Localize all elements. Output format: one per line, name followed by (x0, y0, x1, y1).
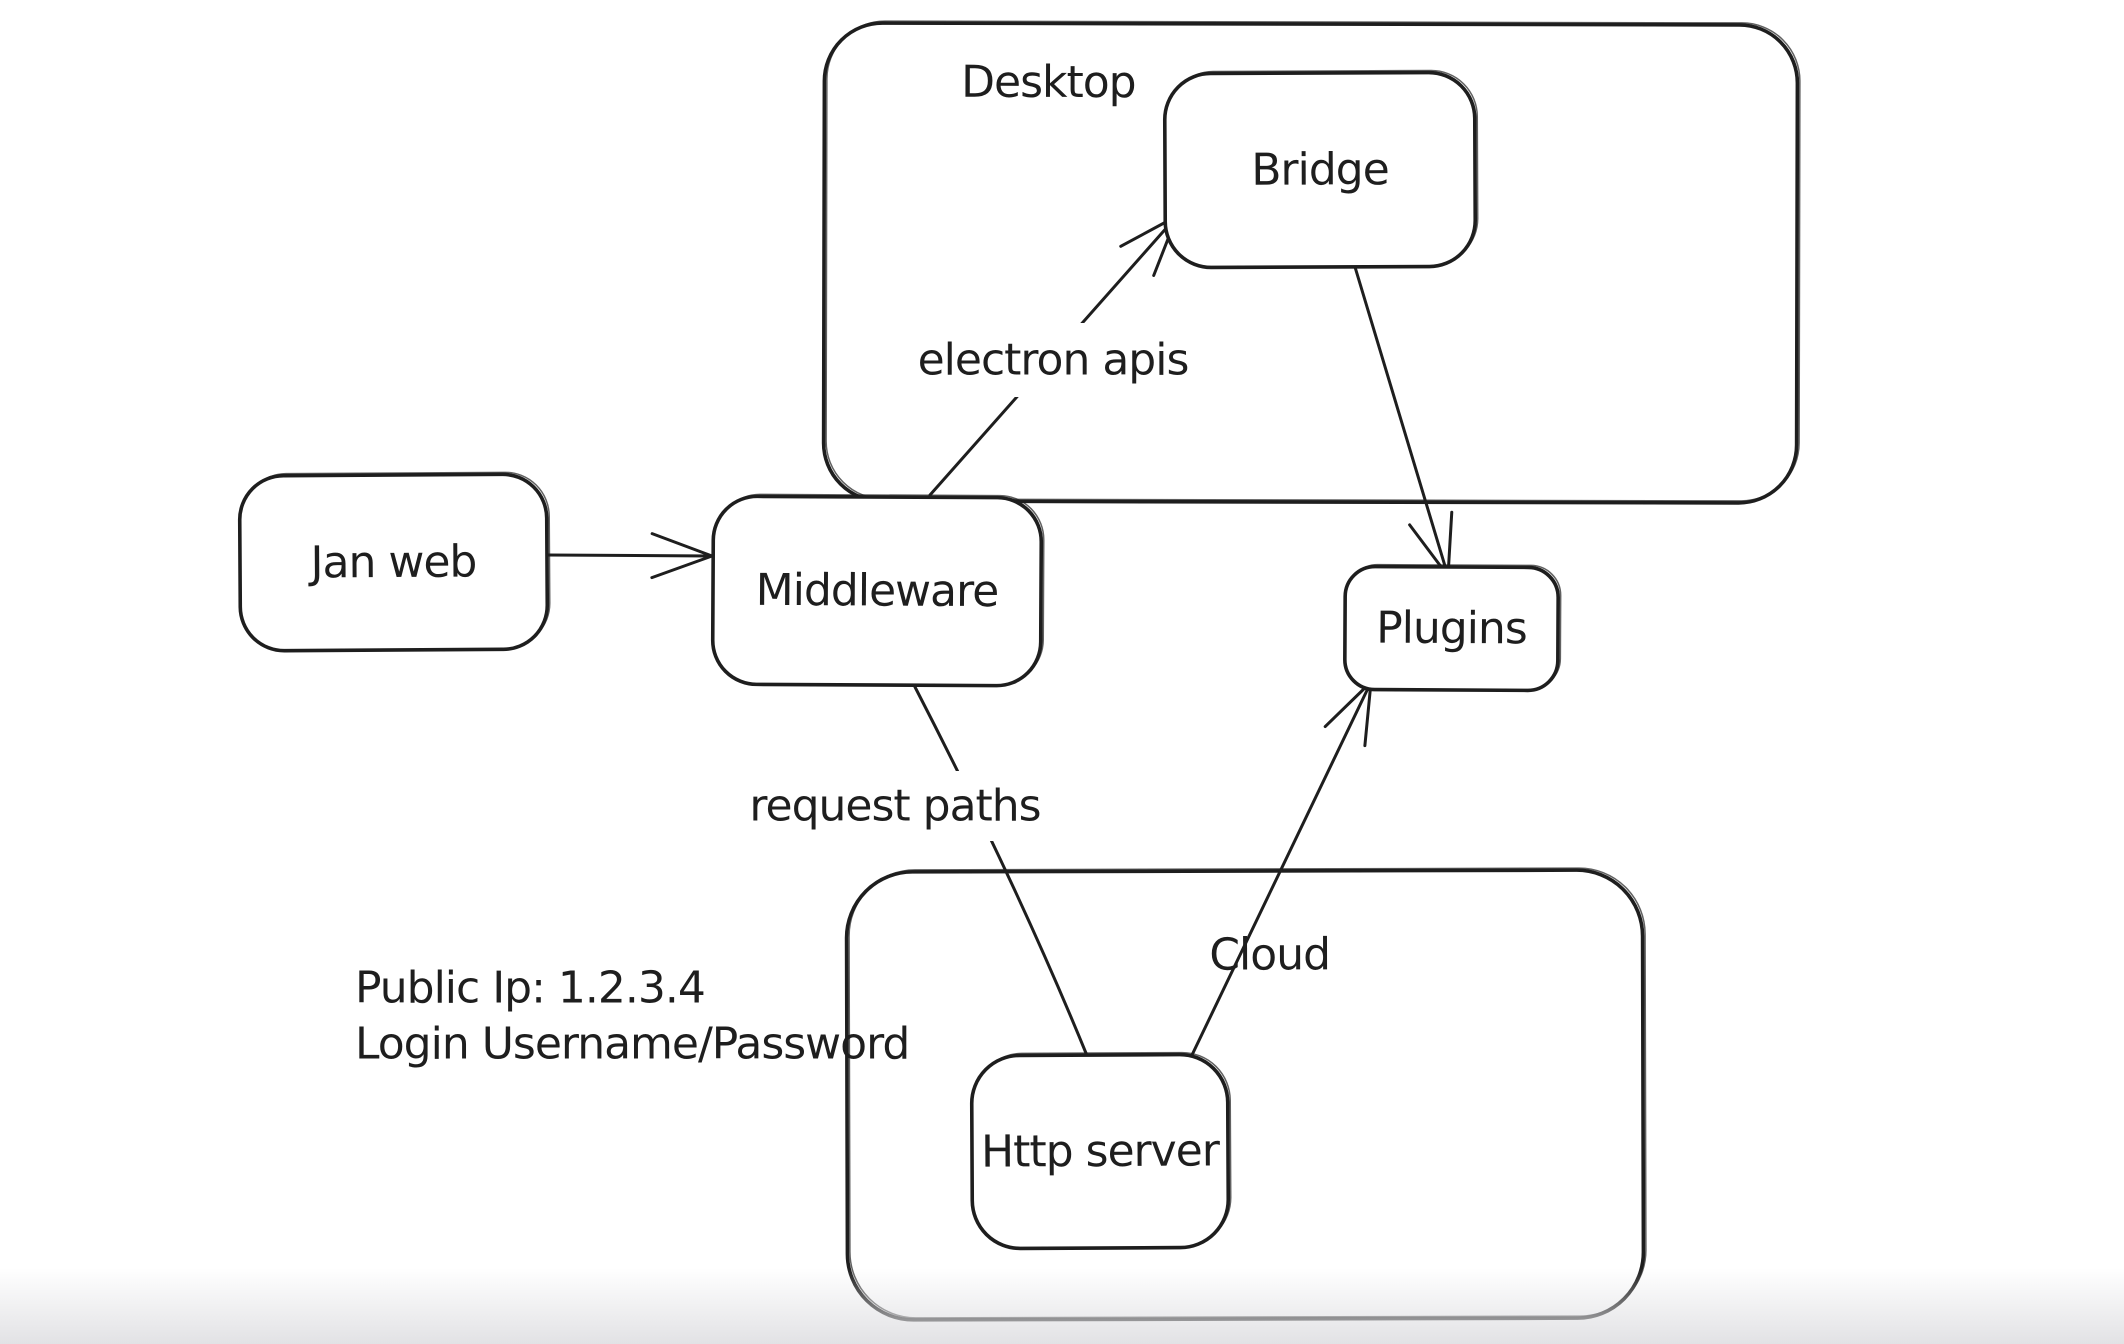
credentials-note-line: Login Username/Password (355, 1019, 909, 1070)
cloud-label[interactable]: Cloud (1209, 929, 1330, 980)
node-jan-web[interactable]: Jan web (237, 471, 551, 653)
edge-middleware-to-bridge[interactable]: electron apis (893, 214, 1213, 497)
shape-outline (237, 472, 550, 653)
edge-label-backdrop (730, 771, 1060, 841)
middleware-to-http-server-label: request paths (749, 781, 1040, 832)
shape-outline (969, 1052, 1231, 1251)
middleware-label: Middleware (756, 565, 999, 617)
arrowhead (650, 532, 714, 580)
edge-jan-web-to-middleware[interactable] (545, 532, 714, 580)
edge-label-backdrop (893, 323, 1213, 397)
shape-outline (710, 494, 1044, 688)
node-middleware[interactable]: Middleware (710, 493, 1045, 688)
http-server-label: Http server (981, 1125, 1221, 1177)
edge-line (913, 685, 1090, 1060)
canvas-bottom-fade (0, 1268, 2124, 1344)
shape-outline (1162, 70, 1478, 270)
middleware-to-bridge-label: electron apis (918, 335, 1189, 386)
edge-line (1353, 265, 1450, 578)
credentials-note-line: Public Ip: 1.2.3.4 (355, 963, 705, 1014)
jan-web-label: Jan web (307, 536, 476, 588)
bridge-label: Bridge (1251, 144, 1389, 196)
edge-line (1190, 680, 1373, 1057)
node-http-server[interactable]: Http server (969, 1051, 1232, 1251)
sketch-ghost-stroke (825, 20, 1801, 502)
edge-http-server-to-plugins[interactable] (1190, 680, 1373, 1057)
arrowhead (1323, 680, 1373, 748)
shape-outline (821, 21, 1800, 505)
edge-line (545, 553, 714, 558)
shape-outline (1343, 564, 1560, 693)
desktop-label[interactable]: Desktop (961, 57, 1136, 108)
node-plugins[interactable]: Plugins (1343, 563, 1562, 693)
edge-middleware-to-http-server[interactable]: request paths (730, 685, 1090, 1060)
container-desktop[interactable]: Desktop (821, 20, 1801, 505)
plugins-label: Plugins (1376, 603, 1527, 655)
node-bridge[interactable]: Bridge (1162, 69, 1479, 270)
